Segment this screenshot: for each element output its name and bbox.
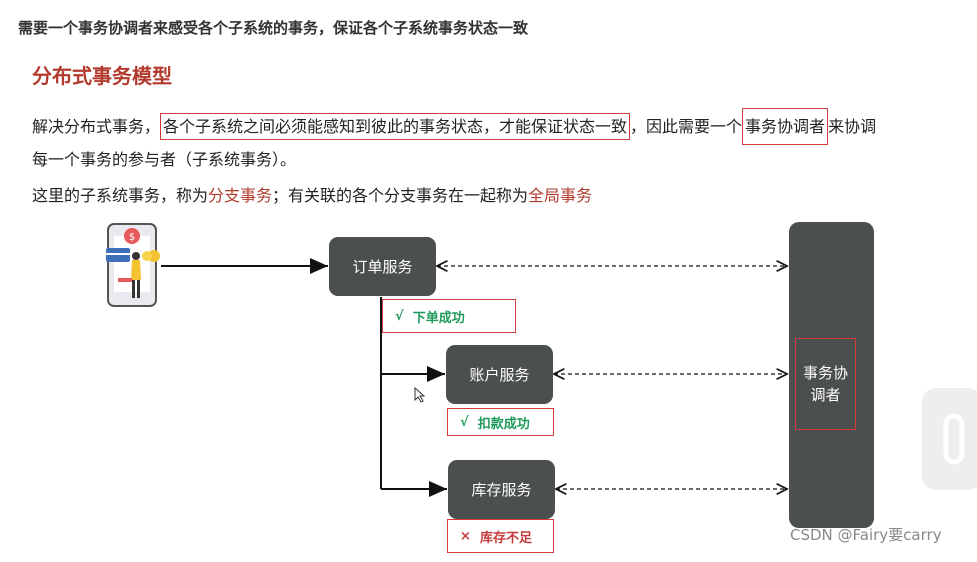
mouse-cursor-icon xyxy=(414,386,426,403)
status-order-mark: √ xyxy=(395,308,404,324)
header-caption: 需要一个事务协调者来感受各个子系统的事务，保证各个子系统事务状态一致 xyxy=(18,19,529,37)
service-account[interactable]: 账户服务 xyxy=(446,345,553,404)
widget-icon xyxy=(943,413,965,465)
status-stock: × 库存不足 xyxy=(447,519,554,553)
status-order-text: 下单成功 xyxy=(412,310,465,326)
status-stock-mark: × xyxy=(460,528,471,544)
coordinator-label-box: 事务协调者 xyxy=(795,338,856,430)
service-stock-label: 库存服务 xyxy=(471,481,532,499)
watermark: CSDN @Fairy要carry xyxy=(790,526,942,544)
paragraph-1-text-c: ，因此需要一个 xyxy=(630,117,743,136)
service-order-label: 订单服务 xyxy=(352,258,413,276)
coordinator-label: 事务协调者 xyxy=(802,364,848,404)
status-order: √ 下单成功 xyxy=(382,299,516,333)
global-transaction-term: 全局事务 xyxy=(528,186,593,205)
side-floating-widget[interactable] xyxy=(922,388,977,490)
service-order[interactable]: 订单服务 xyxy=(329,237,436,296)
service-stock[interactable]: 库存服务 xyxy=(448,460,555,519)
service-account-label: 账户服务 xyxy=(469,366,530,384)
paragraph-1-line-2: 每一个事务的参与者（子系统事务）。 xyxy=(32,150,297,169)
paragraph-1-boxed-coordinator: 事务协调者 xyxy=(742,108,829,145)
section-title: 分布式事务模型 xyxy=(32,64,172,88)
paragraph-1-line-1: 解决分布式事务，各个子系统之间必须能感知到彼此的事务状态，才能保证状态一致，因此… xyxy=(32,108,877,145)
user-phone-icon: $ xyxy=(106,223,160,307)
svg-text:$: $ xyxy=(129,232,135,243)
status-account-mark: √ xyxy=(460,414,469,430)
status-account-text: 扣款成功 xyxy=(477,416,530,432)
paragraph-1-text-e: 来协调 xyxy=(828,117,877,136)
paragraph-1-text-a: 解决分布式事务， xyxy=(32,117,161,136)
status-account: √ 扣款成功 xyxy=(447,408,554,436)
paragraph-2: 这里的子系统事务，称为分支事务；有关联的各个分支事务在一起称为全局事务 xyxy=(32,182,592,206)
paragraph-2-text-a: 这里的子系统事务，称为 xyxy=(32,186,209,205)
branch-transaction-term: 分支事务 xyxy=(208,186,273,205)
paragraph-1-boxed-state: 各个子系统之间必须能感知到彼此的事务状态，才能保证状态一致 xyxy=(160,113,631,140)
paragraph-2-text-c: ；有关联的各个分支事务在一起称为 xyxy=(272,186,529,205)
status-stock-text: 库存不足 xyxy=(479,530,532,546)
transaction-coordinator[interactable] xyxy=(789,222,874,528)
